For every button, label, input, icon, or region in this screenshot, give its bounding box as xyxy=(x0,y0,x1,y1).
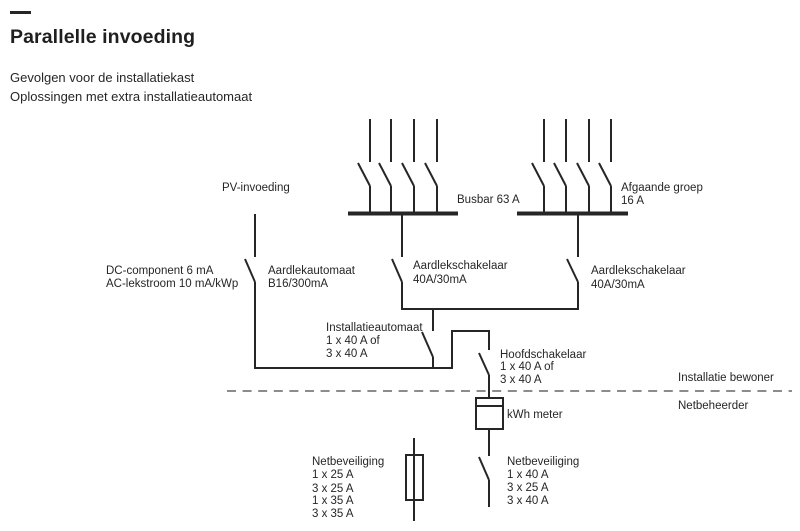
rcd-left-label: Aardlekschakelaar xyxy=(413,260,508,272)
rcbo-label: Aardlekautomaat xyxy=(268,265,356,277)
grid-fuse-symbol xyxy=(405,438,424,521)
zone-above-label: Installatie bewoner xyxy=(678,372,774,384)
outgoing-group-rating: 16 A xyxy=(621,195,644,207)
dc-note-line-1: DC-component 6 mA xyxy=(106,265,214,277)
switch-pole xyxy=(401,119,415,213)
zone-below-label: Netbeheerder xyxy=(678,400,748,412)
rcd-right-rating: 40A/30mA xyxy=(591,279,645,291)
busbar-label: Busbar 63 A xyxy=(457,194,520,206)
main-switch-symbol xyxy=(478,352,490,398)
grid-breaker-symbol xyxy=(478,429,490,507)
rcd-right-label: Aardlekschakelaar xyxy=(591,265,686,277)
busbar-2-switches xyxy=(531,119,612,213)
switch-pole xyxy=(531,119,545,213)
main-switch-option-2: 3 x 40 A xyxy=(500,374,542,386)
installation-breaker-option-2: 3 x 40 A xyxy=(326,348,368,360)
pv-rcbo-symbol xyxy=(244,214,256,369)
busbar-2 xyxy=(517,211,628,216)
grid-fuse-option: 3 x 35 A xyxy=(312,508,354,520)
main-switch-option-1: 1 x 40 A of xyxy=(500,361,555,373)
installation-breaker-label: Installatieautomaat xyxy=(326,322,423,334)
rcd-left-symbol xyxy=(391,215,403,310)
pv-feed-label: PV-invoeding xyxy=(222,182,290,194)
rcbo-rating: B16/300mA xyxy=(268,278,328,290)
grid-breaker-option: 1 x 40 A xyxy=(507,469,549,481)
busbar-1-switches xyxy=(357,119,438,213)
switch-pole xyxy=(424,119,438,213)
outgoing-group-label: Afgaande groep xyxy=(621,182,703,194)
switch-pole xyxy=(576,119,590,213)
page-title: Parallelle invoeding xyxy=(10,26,196,48)
grid-fuse-option: 1 x 25 A xyxy=(312,469,354,481)
grid-fuse-option: 1 x 35 A xyxy=(312,495,354,507)
busbar-1 xyxy=(348,211,458,216)
subtitle-line-2: Oplossingen met extra installatieautomaa… xyxy=(10,89,253,104)
subtitle-line-1: Gevolgen voor de installatiekast xyxy=(10,70,195,85)
switch-pole xyxy=(598,119,612,213)
rcd-left-rating: 40A/30mA xyxy=(413,274,467,286)
switch-pole xyxy=(378,119,392,213)
kwh-meter-label: kWh meter xyxy=(507,409,563,421)
subtitle: Gevolgen voor de installatiekast Oplossi… xyxy=(10,68,252,106)
rcd-right-symbol xyxy=(566,215,579,310)
switch-pole xyxy=(357,119,371,213)
installation-breaker-symbol xyxy=(421,309,434,368)
grid-breaker-label: Netbeveiliging xyxy=(507,456,579,468)
dc-note-line-2: AC-lekstroom 10 mA/kWp xyxy=(106,278,238,290)
title-accent-bar xyxy=(10,11,31,14)
main-switch-label: Hoofdschakelaar xyxy=(500,349,586,361)
grid-breaker-option: 3 x 40 A xyxy=(507,495,549,507)
main-link-wire xyxy=(451,330,490,369)
installation-breaker-option-1: 1 x 40 A of xyxy=(326,335,381,347)
kwh-meter-symbol xyxy=(475,397,504,430)
switch-pole xyxy=(553,119,567,213)
grid-breaker-option: 3 x 25 A xyxy=(507,482,549,494)
grid-fuse-label: Netbeveiliging xyxy=(312,456,384,468)
grid-fuse-option: 3 x 25 A xyxy=(312,483,354,495)
